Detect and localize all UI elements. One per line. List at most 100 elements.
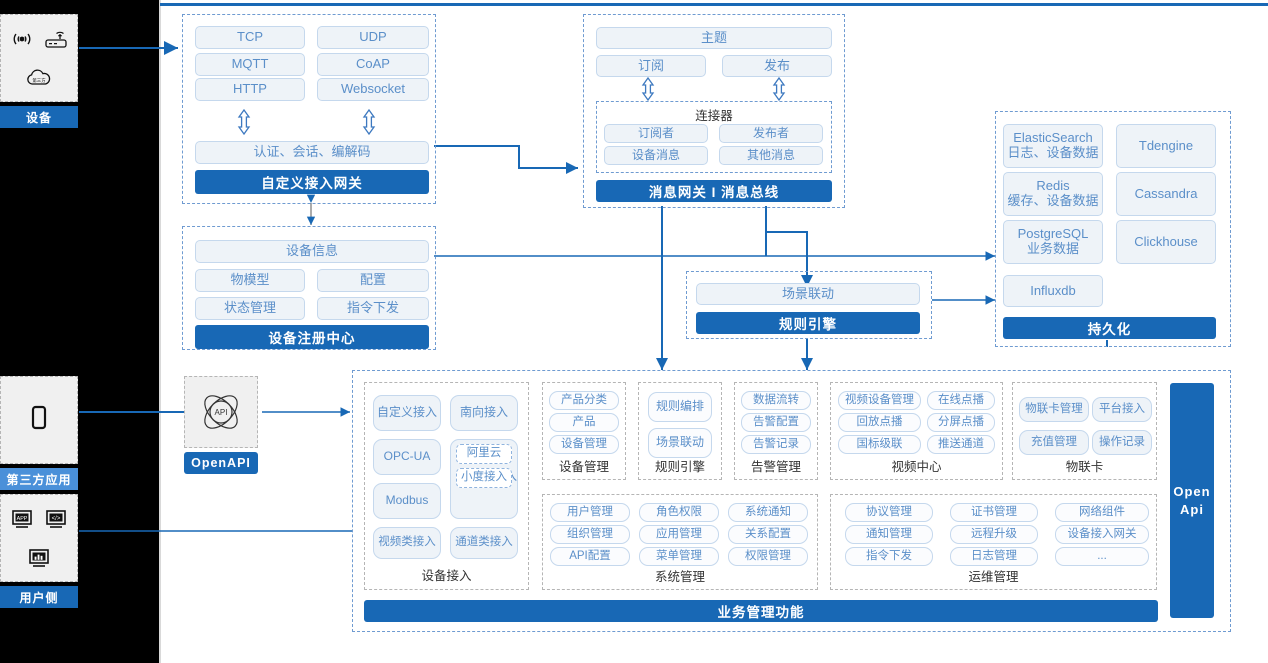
vc-gb-cascade[interactable]: 国标级联 [838,435,921,454]
mobile-phone-icon [28,402,50,438]
protocol-coap[interactable]: CoAP [317,53,429,76]
om-device-access-gateway[interactable]: 设备接入网关 [1055,525,1149,544]
vc-online-play[interactable]: 在线点播 [927,391,995,410]
chart-screen-icon [26,547,52,569]
iot-card-caption: 物联卡 [1065,460,1104,474]
connector-group: 连接器 [596,101,832,173]
om-certificate-management[interactable]: 证书管理 [950,503,1038,522]
om-log-management[interactable]: 日志管理 [950,547,1038,566]
protocol-udp[interactable]: UDP [317,26,429,49]
om-command-issue[interactable]: 指令下发 [845,547,933,566]
access-opc-ua[interactable]: OPC-UA [373,439,441,475]
vc-push-channel[interactable]: 推送通道 [927,435,995,454]
om-network-component[interactable]: 网络组件 [1055,503,1149,522]
protocol-websocket[interactable]: Websocket [317,78,429,101]
sm-app-management[interactable]: 应用管理 [639,525,719,544]
access-aliyun[interactable]: 阿里云 [456,444,512,464]
sm-org-management[interactable]: 组织管理 [550,525,630,544]
access-channel-type[interactable]: 通道类接入 [450,527,518,559]
ic-card-management[interactable]: 物联卡管理 [1019,397,1089,422]
device-management-group: 设备管理 [542,382,626,480]
dm-product[interactable]: 产品 [549,413,619,432]
om-protocol-management[interactable]: 协议管理 [845,503,933,522]
rule-scene-linkage[interactable]: 场景联动 [696,283,920,305]
actor-user-side[interactable]: APP </> 用户侧 [0,494,78,608]
wifi-signal-icon [9,28,35,50]
store-postgresql-desc: 业务数据 [1026,241,1079,256]
store-cassandra[interactable]: Cassandra [1116,172,1216,216]
actor-device-label: 设备 [0,106,78,128]
ic-platform-access[interactable]: 平台接入 [1092,397,1152,422]
persistence-title-bar[interactable]: 持久化 [1003,317,1216,339]
sm-menu-management[interactable]: 菜单管理 [639,547,719,566]
access-southbound[interactable]: 南向接入 [450,395,518,431]
actor-device-iconbox: 第三方 [0,14,78,102]
gateway-title-bar[interactable]: 自定义接入网关 [195,170,429,194]
gateway-auth-session-codec[interactable]: 认证、会话、编解码 [195,141,429,164]
store-clickhouse[interactable]: Clickhouse [1116,220,1216,264]
store-tdengine[interactable]: Tdengine [1116,124,1216,168]
sm-permission-management[interactable]: 权限管理 [728,547,808,566]
protocol-tcp[interactable]: TCP [195,26,305,49]
sm-role-permission[interactable]: 角色权限 [639,503,719,522]
dm-product-category[interactable]: 产品分类 [549,391,619,410]
access-custom[interactable]: 自定义接入 [373,395,441,431]
store-influxdb[interactable]: Influxdb [1003,275,1103,307]
om-notice-management[interactable]: 通知管理 [845,525,933,544]
protocol-mqtt[interactable]: MQTT [195,53,305,76]
re-scene-linkage[interactable]: 场景联动 [648,428,712,458]
ic-operation-log[interactable]: 操作记录 [1092,430,1152,455]
sm-user-management[interactable]: 用户管理 [550,503,630,522]
access-modbus[interactable]: Modbus [373,483,441,519]
registry-thing-model[interactable]: 物模型 [195,269,305,292]
ic-recharge-management[interactable]: 充值管理 [1019,430,1089,455]
protocol-http[interactable]: HTTP [195,78,305,101]
rail-divider [159,0,161,663]
access-video-type[interactable]: 视频类接入 [373,527,441,559]
vc-video-device-mgmt[interactable]: 视频设备管理 [838,391,921,410]
registry-config[interactable]: 配置 [317,269,429,292]
store-elasticsearch[interactable]: ElasticSearch 日志、设备数据 [1003,124,1103,168]
connector-publisher[interactable]: 发布者 [719,124,823,143]
registry-command-issue[interactable]: 指令下发 [317,297,429,320]
business-management-group [352,370,1231,632]
registry-title-bar[interactable]: 设备注册中心 [195,325,429,349]
actor-third-party-app[interactable]: 第三方应用 [0,376,78,490]
store-postgresql[interactable]: PostgreSQL 业务数据 [1003,220,1103,264]
openapi-label[interactable]: OpenAPI [184,452,258,474]
om-more[interactable]: ... [1055,547,1149,566]
connector-subscriber[interactable]: 订阅者 [604,124,708,143]
business-title-bar[interactable]: 业务管理功能 [364,600,1158,622]
rule-engine-title-bar[interactable]: 规则引擎 [696,312,920,334]
vc-playback[interactable]: 回放点播 [838,413,921,432]
store-elasticsearch-name: ElasticSearch [1013,130,1093,146]
openapi-vertical-bar[interactable]: Open Api [1170,383,1214,618]
registry-device-info[interactable]: 设备信息 [195,240,429,263]
video-center-group: 视频中心 [830,382,1003,480]
message-topic[interactable]: 主题 [596,27,832,49]
am-alarm-config[interactable]: 告警配置 [741,413,811,432]
sm-system-notice[interactable]: 系统通知 [728,503,808,522]
re-rule-orchestration[interactable]: 规则编排 [648,392,712,422]
connector-other-message[interactable]: 其他消息 [719,146,823,165]
actor-device[interactable]: 第三方 设备 [0,14,78,128]
sm-api-config[interactable]: API配置 [550,547,630,566]
message-subscribe[interactable]: 订阅 [596,55,706,77]
rule-engine-biz-caption: 规则引擎 [654,460,705,474]
openapi-bar-line2: Api [1180,501,1204,517]
video-center-caption: 视频中心 [891,460,942,474]
message-bus-title-bar[interactable]: 消息网关 I 消息总线 [596,180,832,202]
store-redis[interactable]: Redis 缓存、设备数据 [1003,172,1103,216]
registry-state-mgmt[interactable]: 状态管理 [195,297,305,320]
am-data-flow[interactable]: 数据流转 [741,391,811,410]
om-remote-upgrade[interactable]: 远程升级 [950,525,1038,544]
system-management-caption: 系统管理 [654,570,705,584]
access-xiaodu[interactable]: 小度接入 [456,468,512,488]
dm-device-management[interactable]: 设备管理 [549,435,619,454]
message-publish[interactable]: 发布 [722,55,832,77]
sm-relation-config[interactable]: 关系配置 [728,525,808,544]
am-alarm-record[interactable]: 告警记录 [741,435,811,454]
vc-split-screen-play[interactable]: 分屏点播 [927,413,995,432]
connector-device-message[interactable]: 设备消息 [604,146,708,165]
store-elasticsearch-desc: 日志、设备数据 [1007,145,1099,160]
